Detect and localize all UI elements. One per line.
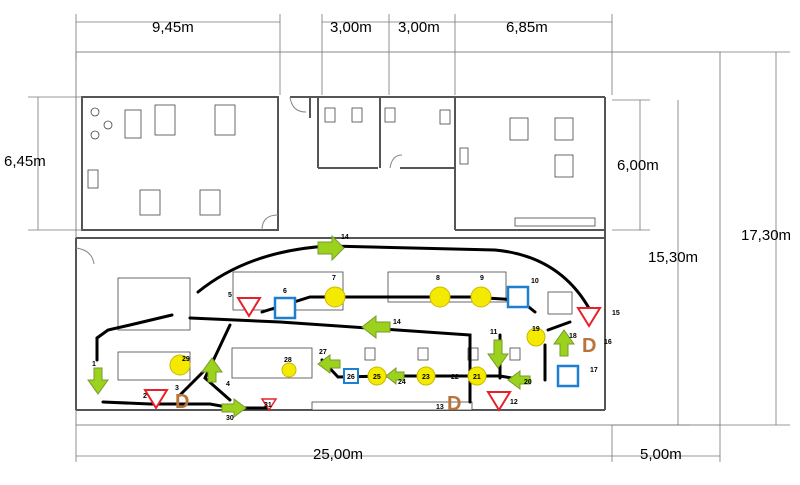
office-furniture [87,104,236,216]
station-number: 9 [480,275,484,282]
dim-bottom-side: 5,00m [640,446,682,463]
operation-29 [169,354,191,376]
dim-top-3: 3,00m [398,19,440,36]
arrow-down-1 [87,367,109,395]
operation-25 [367,366,387,386]
station-number: 26 [347,374,355,381]
station-number: 30 [226,415,234,422]
station-number: 24 [398,379,406,386]
station-number: 15 [612,310,620,317]
station-number: 10 [531,278,539,285]
inspection-17 [556,364,580,388]
delay-3: D [175,391,189,413]
inspection-symbols [273,285,580,388]
dimension-lines [28,14,790,462]
station-number: 1 [92,361,96,368]
inspection-10 [506,285,530,309]
operation-19 [526,327,546,347]
station-number: 19 [532,326,540,333]
station-number: 17 [590,367,598,374]
storage-12 [486,391,512,412]
dim-top-4: 6,85m [506,19,548,36]
station-number: 3 [175,385,179,392]
dim-top-2: 3,00m [330,19,372,36]
operation-8 [429,286,451,308]
delay-symbols: D D D [175,335,596,415]
station-number: 22 [451,374,459,381]
station-number: 20 [524,379,532,386]
station-number: 29 [182,356,190,363]
station-number: 14 [393,319,401,326]
inspection-6 [273,296,297,320]
operation-23 [416,366,436,386]
dim-top-1: 9,45m [152,19,194,36]
arrow-right-30 [221,398,247,418]
station-number: 31 [264,402,272,409]
operation-9 [470,286,492,308]
storage-31 [260,398,278,412]
arrow-left-20 [507,370,531,390]
station-number: 27 [319,349,327,356]
station-number: 5 [228,292,232,299]
delay-13: D [447,393,461,415]
transport-arrows [87,234,575,418]
inspection-26 [343,368,359,384]
station-number: 18 [569,333,577,340]
delay-16: D [582,335,596,357]
dim-left: 6,45m [4,153,46,170]
dining-tables [509,117,596,227]
storage-5 [236,297,262,318]
dim-bottom-main: 25,00m [313,446,363,463]
arrow-up-18 [553,329,575,357]
station-number: 8 [436,275,440,282]
restroom-fixtures [324,107,469,165]
storage-15 [576,307,602,328]
arrow-left-14 [361,314,391,340]
arrow-left-24 [385,366,405,386]
storage-2 [143,389,169,410]
station-number: 14 [341,234,349,241]
station-number: 21 [473,374,481,381]
arrow-left-27 [317,354,341,374]
station-number: 2 [143,393,147,400]
station-number: 13 [436,404,444,411]
operation-21 [467,366,487,386]
operation-7 [324,286,346,308]
station-number: 25 [373,374,381,381]
storage-symbols [143,297,602,412]
station-number: 23 [422,374,430,381]
station-number: 16 [604,339,612,346]
station-number: 12 [510,399,518,406]
dimension-labels: 9,45m 3,00m 3,00m 6,85m 6,45m 6,00m 15,3… [4,19,791,463]
dim-right-outer: 17,30m [741,227,791,244]
station-number: 7 [332,275,336,282]
station-number: 4 [226,381,230,388]
station-number: 11 [490,329,498,336]
dim-right-inner-upper: 6,00m [617,157,659,174]
station-numbers: 1 2 3 4 5 6 7 8 9 10 11 12 13 14 14 15 1… [92,234,620,422]
arrow-right-14 [317,234,345,262]
arrow-up-4 [201,357,223,383]
operation-symbols [169,286,546,386]
dim-right-inner-lower: 15,30m [648,249,698,266]
station-number: 28 [284,357,292,364]
arrow-down-11 [487,339,509,369]
operation-28 [281,362,297,378]
station-number: 6 [283,288,287,295]
